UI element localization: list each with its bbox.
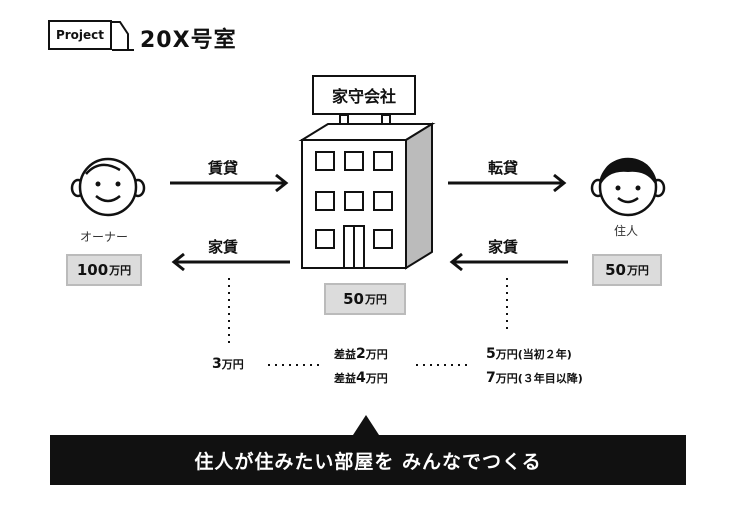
owner-label: オーナー bbox=[80, 230, 129, 244]
dotted-connector-mid-right bbox=[416, 364, 468, 366]
resident-label: 住人 bbox=[614, 224, 639, 238]
dotted-connector-mid-left bbox=[268, 364, 320, 366]
room-title: 20X号室 bbox=[140, 28, 237, 53]
building-icon bbox=[298, 114, 436, 270]
margin-amount-1: 差益2万円 bbox=[334, 346, 388, 362]
project-badge: Project bbox=[48, 20, 112, 50]
building-sign: 家守会社 bbox=[312, 75, 416, 115]
owner-rent-amount: 3万円 bbox=[212, 356, 244, 372]
dotted-connector-right bbox=[506, 278, 508, 334]
resident-face-icon bbox=[590, 157, 666, 217]
arrow-label-lease: 賃貸 bbox=[208, 159, 239, 177]
project-label: Project bbox=[55, 28, 105, 42]
banner-pointer bbox=[353, 415, 379, 435]
owner-face-icon bbox=[70, 157, 146, 217]
arrow-label-rent-owner: 家賃 bbox=[208, 238, 239, 256]
arrow-left-icon bbox=[449, 252, 568, 272]
dotted-connector-left bbox=[228, 278, 230, 348]
arrow-right-icon bbox=[448, 173, 567, 193]
bottom-banner: 住人が住みたい部屋を みんなでつくる bbox=[50, 435, 686, 485]
margin-amount-2: 差益4万円 bbox=[334, 370, 388, 386]
resident-rent-later: 7万円(３年目以降) bbox=[486, 370, 583, 386]
arrow-right-icon bbox=[170, 173, 289, 193]
arrow-label-rent-resident: 家賃 bbox=[488, 238, 519, 256]
resident-rent-initial: 5万円(当初２年) bbox=[486, 346, 572, 362]
arrow-left-icon bbox=[171, 252, 290, 272]
banner-text: 住人が住みたい部屋を みんなでつくる bbox=[194, 450, 542, 473]
arrow-label-sublease: 転貸 bbox=[488, 159, 519, 177]
badge-fold-icon bbox=[112, 21, 134, 51]
